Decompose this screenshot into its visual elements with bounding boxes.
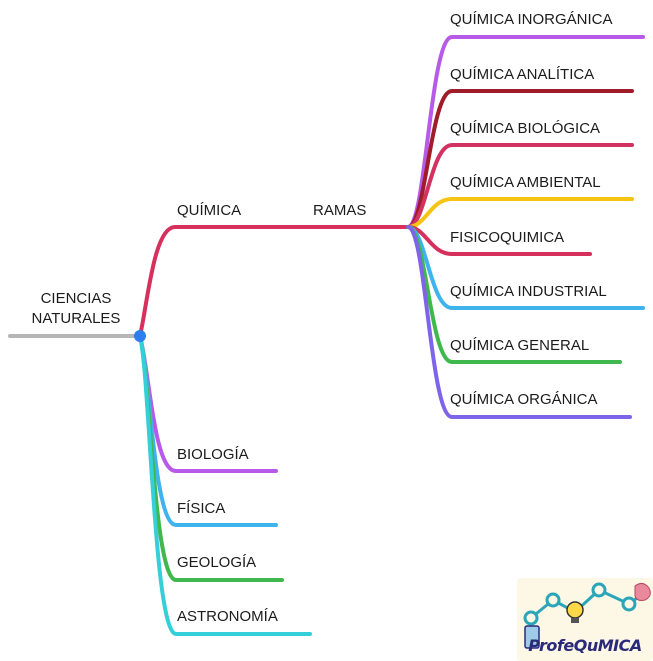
branch-label: QUÍMICA ORGÁNICA [450,391,598,408]
branch-line [406,225,632,419]
science-label: GEOLOGÍA [177,554,256,571]
branch-label: QUÍMICA ANALÍTICA [450,66,594,83]
logo-graphic [523,582,651,649]
science-line [138,334,278,527]
quimica-line [138,225,410,338]
connector-lines [8,35,645,636]
branch-label: QUÍMICA AMBIENTAL [450,174,601,191]
branch-line [406,197,634,229]
branch-label: QUÍMICA BIOLÓGICA [450,120,600,137]
science-line [138,334,312,636]
branch-line [406,89,634,229]
branch-line [406,143,634,229]
science-label: FÍSICA [177,500,225,517]
root-node [134,330,146,342]
branch-label: QUÍMICA INDUSTRIAL [450,283,607,300]
root-label-line1: CIENCIAS [41,290,112,307]
science-label: BIOLOGÍA [177,446,249,463]
ramas-label: RAMAS [313,202,366,219]
root-label-line2: NATURALES [32,310,121,327]
branch-label: QUÍMICA INORGÁNICA [450,11,613,28]
quimica-label: QUÍMICA [177,202,241,219]
profequimica-logo: ProfeQuMICA [517,578,653,661]
branch-label: QUÍMICA GENERAL [450,337,589,354]
logo-text: ProfeQuMICA [528,636,642,655]
science-label: ASTRONOMÍA [177,608,278,625]
branch-label: FISICOQUIMICA [450,229,564,246]
